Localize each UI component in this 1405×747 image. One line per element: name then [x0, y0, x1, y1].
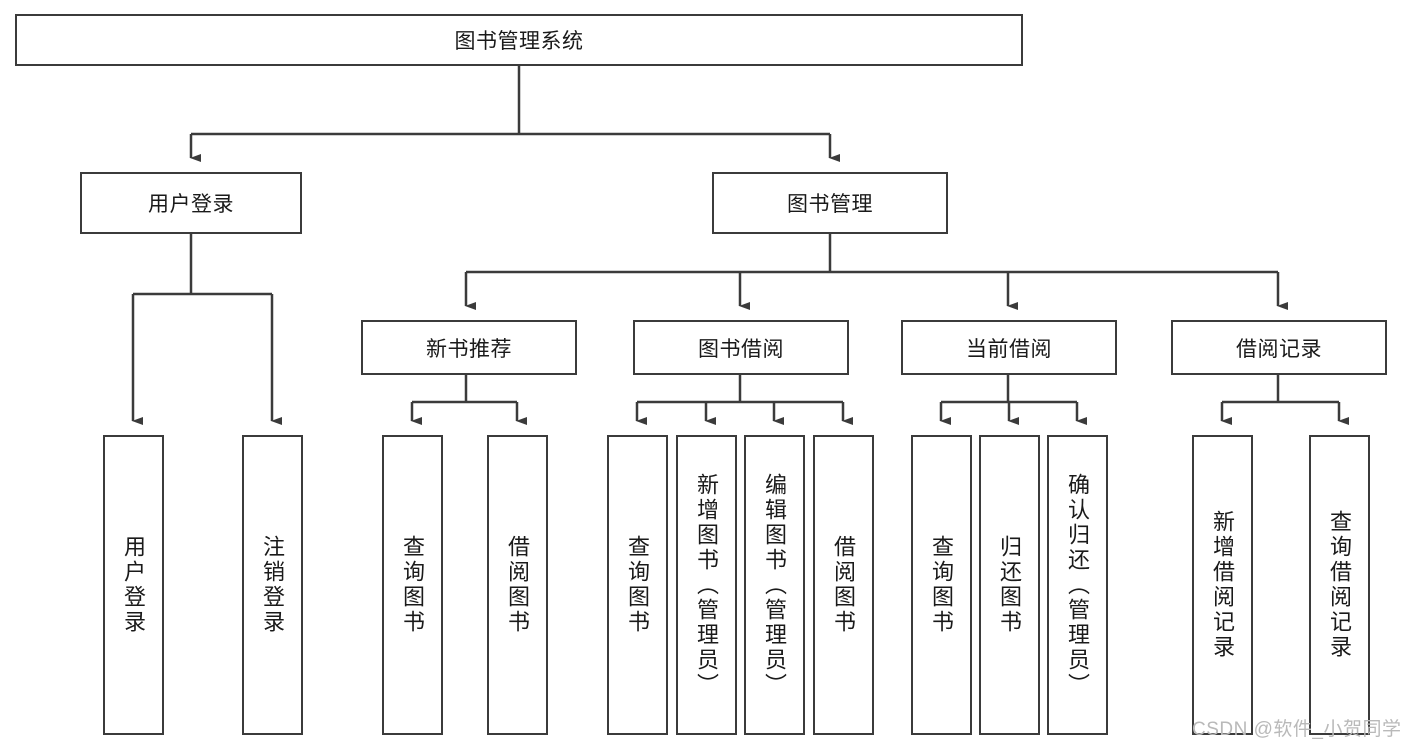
node-label: 借阅图书 [505, 535, 531, 635]
node-system-root[interactable]: 图书管理系统 [15, 14, 1023, 66]
node-leaf-user-login[interactable]: 用户登录 [103, 435, 164, 735]
node-label: 借阅图书 [831, 535, 857, 635]
node-label: 查询图书 [625, 535, 651, 635]
node-label: 编辑图书（管理员） [762, 472, 788, 698]
node-leaf-borrow-book-2[interactable]: 借阅图书 [813, 435, 874, 735]
node-book-borrow[interactable]: 图书借阅 [633, 320, 849, 375]
node-leaf-borrow-book-1[interactable]: 借阅图书 [487, 435, 548, 735]
node-leaf-confirm-return[interactable]: 确认归还（管理员） [1047, 435, 1108, 735]
node-label: 归还图书 [997, 535, 1023, 635]
csdn-watermark: CSDN @软件_小贺同学 [1192, 719, 1402, 740]
node-label: 用户登录 [121, 535, 147, 635]
node-leaf-add-record[interactable]: 新增借阅记录 [1192, 435, 1253, 735]
node-label: 新增借阅记录 [1210, 510, 1236, 660]
node-new-book-recommend[interactable]: 新书推荐 [361, 320, 577, 375]
node-leaf-edit-book[interactable]: 编辑图书（管理员） [744, 435, 805, 735]
node-label: 新书推荐 [426, 337, 512, 361]
node-user-login[interactable]: 用户登录 [80, 172, 302, 234]
node-label: 图书借阅 [698, 337, 784, 361]
node-book-manage[interactable]: 图书管理 [712, 172, 948, 234]
node-label: 图书管理 [787, 193, 873, 216]
node-label: 借阅记录 [1236, 337, 1322, 361]
node-leaf-query-book-3[interactable]: 查询图书 [911, 435, 972, 735]
node-leaf-return-book[interactable]: 归还图书 [979, 435, 1040, 735]
node-label: 当前借阅 [966, 337, 1052, 361]
node-current-borrow[interactable]: 当前借阅 [901, 320, 1117, 375]
node-leaf-logout-login[interactable]: 注销登录 [242, 435, 303, 735]
node-label: 新增图书（管理员） [694, 472, 720, 698]
node-leaf-query-book-1[interactable]: 查询图书 [382, 435, 443, 735]
node-label: 注销登录 [260, 535, 286, 635]
node-label: 图书管理系统 [454, 30, 584, 53]
node-label: 查询图书 [400, 535, 426, 635]
node-leaf-add-book[interactable]: 新增图书（管理员） [676, 435, 737, 735]
node-label: 用户登录 [148, 193, 234, 216]
node-label: 确认归还（管理员） [1065, 472, 1091, 698]
node-leaf-query-record[interactable]: 查询借阅记录 [1309, 435, 1370, 735]
node-leaf-query-book-2[interactable]: 查询图书 [607, 435, 668, 735]
node-label: 查询图书 [929, 535, 955, 635]
node-borrow-record[interactable]: 借阅记录 [1171, 320, 1387, 375]
node-label: 查询借阅记录 [1327, 510, 1353, 660]
